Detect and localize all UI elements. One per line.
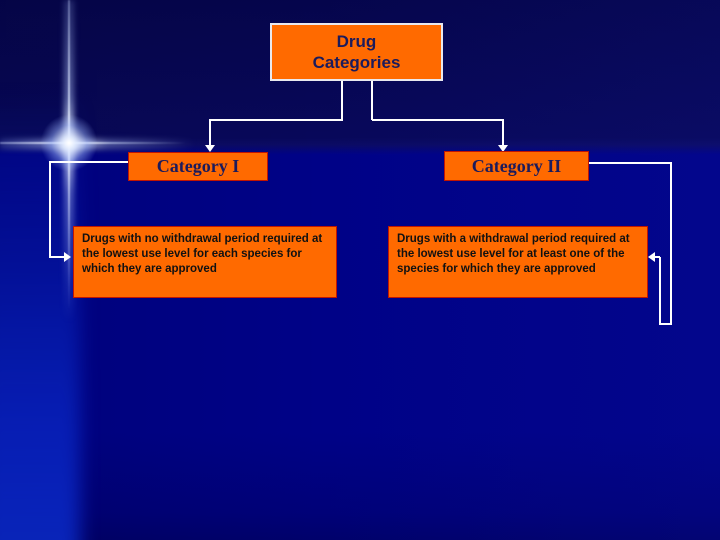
lens-flare-horizontal-glow [0, 139, 195, 149]
connector-title-left-descend [209, 119, 211, 146]
category2-label-box: Category II [444, 151, 589, 181]
arrowhead-to-desc1 [64, 252, 71, 262]
category1-label-box: Category I [128, 152, 268, 181]
connector-cat2-down [670, 162, 672, 325]
connector-cat2-bottom [659, 323, 672, 325]
arrowhead-to-category1 [205, 145, 215, 152]
connector-title-left-drop [341, 81, 343, 120]
connector-cat2-up [659, 257, 661, 325]
category2-description-box: Drugs with a withdrawal period required … [388, 226, 648, 298]
connector-title-left-horizontal [209, 119, 343, 121]
connector-cat1-down [49, 161, 51, 258]
connector-title-right-horizontal [372, 119, 504, 121]
connector-cat1-in [49, 256, 65, 258]
category1-description-box: Drugs with no withdrawal period required… [73, 226, 337, 298]
title-box: Drug Categories [270, 23, 443, 81]
connector-cat2-in [654, 256, 660, 258]
connector-title-right-descend [502, 119, 504, 146]
arrowhead-to-desc2 [648, 252, 655, 262]
connector-cat2-out [589, 162, 672, 164]
connector-cat1-out [49, 161, 129, 163]
connector-title-right-drop [371, 81, 373, 120]
arrowhead-to-category2 [498, 145, 508, 152]
